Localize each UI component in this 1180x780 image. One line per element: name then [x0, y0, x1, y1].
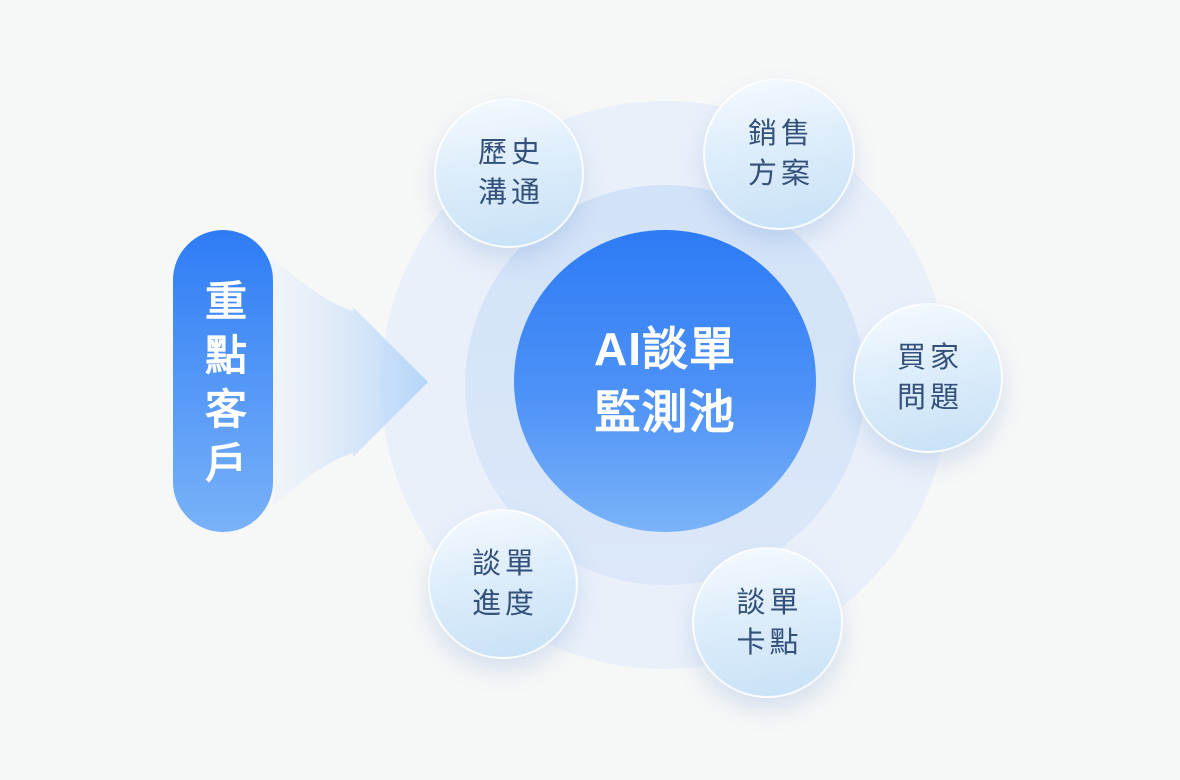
satellite-label-line1: 銷售	[747, 118, 814, 150]
satellite-sales-plan: 銷售 方案	[703, 78, 855, 230]
satellite-label-line2: 進度	[471, 588, 538, 620]
satellite-deal-sticking-points: 談單 卡點	[692, 547, 843, 698]
satellite-history-communication: 歷史 溝通	[434, 98, 584, 248]
center-node: AI談單 監測池	[514, 230, 816, 532]
key-customer-pill: 重點客戶	[173, 230, 273, 532]
satellite-label-line1: 買家	[896, 342, 963, 374]
satellite-label-line2: 溝通	[477, 177, 544, 209]
satellite-label-line2: 問題	[896, 382, 963, 414]
key-customer-label: 重點客戶	[199, 279, 247, 495]
flow-arrow-icon	[272, 257, 428, 507]
satellite-label-line1: 歷史	[477, 137, 544, 169]
satellite-label-line1: 談單	[471, 548, 538, 580]
satellite-label-line1: 談單	[736, 586, 803, 619]
satellite-label-line2: 方案	[747, 158, 814, 190]
satellite-deal-progress: 談單 進度	[428, 509, 578, 659]
center-node-line2: 監測池	[594, 386, 736, 438]
center-node-label: AI談單 監測池	[594, 318, 736, 444]
satellite-label-line2: 卡點	[736, 626, 803, 659]
satellite-buyer-questions: 買家 問題	[853, 303, 1003, 453]
center-node-line1: AI談單	[594, 323, 736, 375]
